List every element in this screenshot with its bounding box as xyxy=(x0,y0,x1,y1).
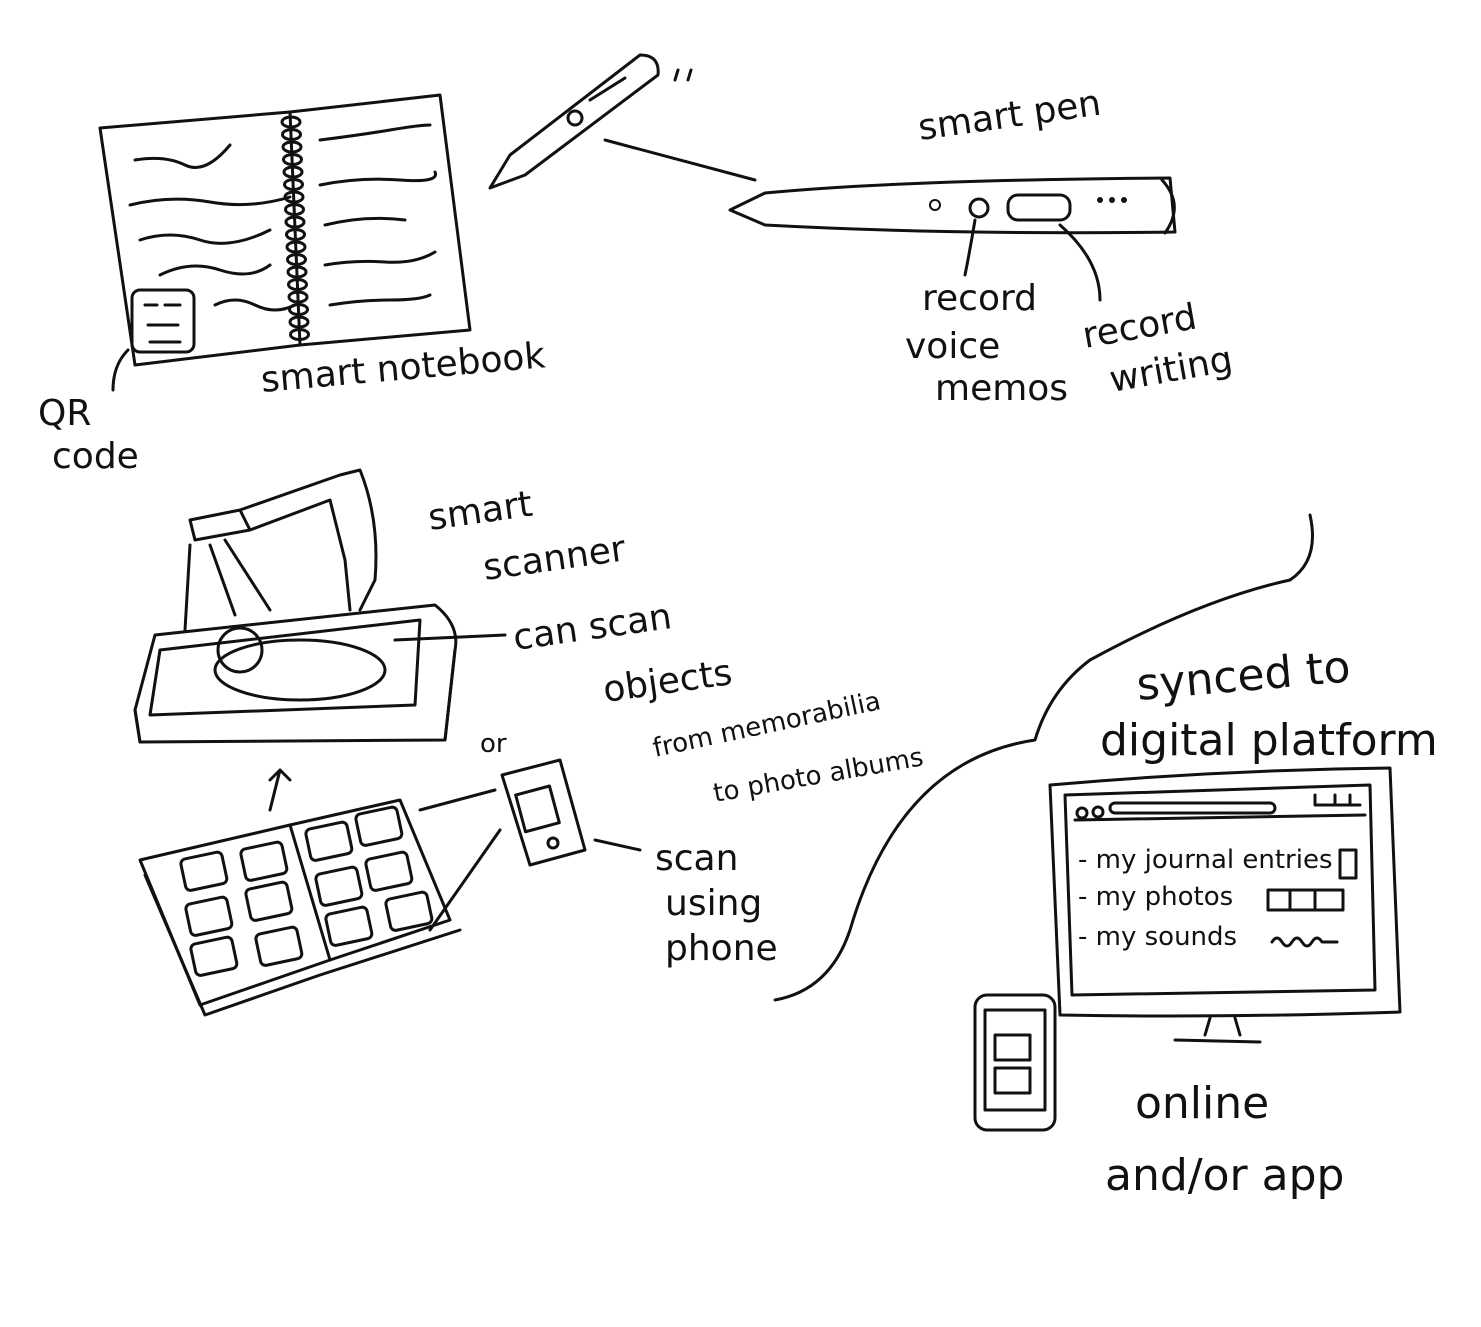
connector-line xyxy=(603,138,757,182)
access-label-1: online xyxy=(1135,1078,1269,1129)
qr-label-line1: QR xyxy=(38,393,91,434)
mobile-phone-icon xyxy=(973,993,1057,1132)
scanner-label-2: scanner xyxy=(481,528,629,589)
spiral-ring xyxy=(283,178,304,191)
album-photo xyxy=(189,935,239,977)
scan-desc-2: objects xyxy=(601,652,735,711)
album-photo xyxy=(304,820,354,862)
small-pen-icon xyxy=(488,53,693,190)
spiral-ring xyxy=(282,165,304,179)
voice-label-3: memos xyxy=(935,368,1068,409)
spiral-ring xyxy=(287,290,309,304)
spiral-ring xyxy=(289,328,310,341)
phone-label-2: using xyxy=(665,883,762,924)
qr-code-icon xyxy=(130,288,196,354)
platform-item-photos: - my photos xyxy=(1078,882,1233,912)
arrow-up-icon xyxy=(268,768,292,812)
spiral-ring xyxy=(284,203,305,216)
phone-label-3: phone xyxy=(665,928,778,969)
album-photo xyxy=(179,850,229,892)
smart-pen-label: smart pen xyxy=(916,83,1104,149)
spiral-ring xyxy=(281,128,302,141)
spiral-ring xyxy=(288,315,310,329)
scan-desc-1: can scan xyxy=(511,596,675,659)
voice-label-1: record xyxy=(922,278,1037,319)
access-label-2: and/or app xyxy=(1105,1150,1344,1201)
platform-label-2: digital platform xyxy=(1100,715,1438,766)
album-photo xyxy=(364,850,414,892)
album-photo xyxy=(354,805,404,847)
smart-scanner-icon xyxy=(133,468,507,744)
phone-label-1: scan xyxy=(655,838,738,879)
album-photo xyxy=(239,840,289,882)
spiral-ring xyxy=(280,115,302,129)
spiral-ring xyxy=(281,140,303,154)
spiral-ring xyxy=(282,153,303,166)
spiral-ring xyxy=(287,278,308,291)
spiral-ring xyxy=(285,240,307,254)
scanner-label-1: smart xyxy=(426,484,535,539)
album-photo xyxy=(244,880,294,922)
album-photo xyxy=(314,865,364,907)
album-photo xyxy=(324,905,374,947)
monitor-icon xyxy=(1048,766,1402,1044)
platform-item-journal: - my journal entries xyxy=(1078,845,1333,875)
smart-pen-icon xyxy=(728,176,1177,302)
album-photo xyxy=(254,925,304,967)
spiral-ring xyxy=(286,253,307,266)
album-photo xyxy=(384,890,434,932)
qr-label-line2: code xyxy=(52,436,139,477)
album-photo xyxy=(184,895,234,937)
phone-scanner-icon xyxy=(500,758,642,867)
scan-desc-4: to photo albums xyxy=(711,742,926,808)
spiral-ring xyxy=(286,265,308,279)
photo-album-icon xyxy=(138,788,502,1017)
platform-label-1: synced to xyxy=(1135,641,1353,710)
sync-connector-line xyxy=(773,513,1314,1002)
platform-item-sounds: - my sounds xyxy=(1078,922,1237,952)
voice-label-2: voice xyxy=(905,326,1000,367)
spiral-ring xyxy=(285,228,306,241)
spiral-ring xyxy=(288,303,309,316)
spiral-ring xyxy=(284,215,306,229)
smart-notebook-drawing xyxy=(98,93,472,392)
or-label: or xyxy=(480,729,507,759)
